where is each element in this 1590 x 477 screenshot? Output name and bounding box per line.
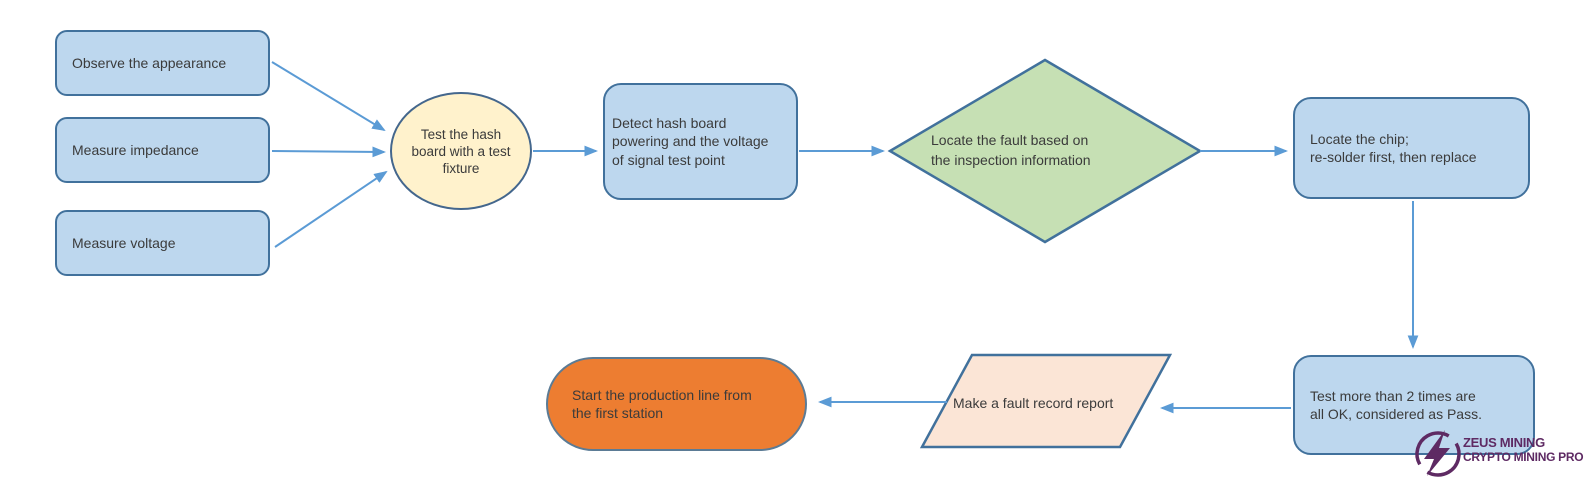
logo-text-line1: ZEUS MINING	[1463, 435, 1545, 450]
node-locate-chip: Locate the chip; re-solder first, then r…	[1293, 97, 1530, 199]
node-fault-report-label: Make a fault record report	[953, 395, 1114, 411]
arrow-voltage-to-fixture	[274, 170, 388, 248]
node-measure-impedance-label: Measure impedance	[72, 141, 199, 158]
node-start-line: Start the production line from the first…	[546, 357, 807, 451]
node-observe-appearance-label: Observe the appearance	[72, 54, 227, 71]
node-test-fixture: Test the hash board with a test fixture	[390, 92, 532, 210]
arrow-impedance-to-fixture	[271, 146, 386, 158]
node-detect-powering: Detect hash board powering and the volta…	[603, 83, 798, 200]
node-test-fixture-label: Test the hash board with a test fixture	[411, 126, 511, 176]
node-locate-fault-label: Locate the fault based on the inspection…	[931, 132, 1091, 168]
node-observe-appearance: Observe the appearance	[55, 30, 270, 96]
node-test-pass-label: Test more than 2 times are all OK, consi…	[1310, 387, 1482, 422]
node-measure-impedance: Measure impedance	[55, 117, 270, 183]
arrow-observe-to-fixture	[271, 61, 386, 132]
logo-text-line2: CRYPTO MINING PRO	[1463, 450, 1584, 464]
node-detect-powering-label: Detect hash board powering and the volta…	[612, 115, 769, 168]
node-locate-chip-label: Locate the chip; re-solder first, then r…	[1310, 130, 1477, 165]
node-measure-voltage-label: Measure voltage	[72, 234, 176, 251]
node-test-pass: Test more than 2 times are all OK, consi…	[1293, 355, 1535, 455]
node-start-line-label: Start the production line from the first…	[572, 386, 752, 421]
node-measure-voltage: Measure voltage	[55, 210, 270, 276]
